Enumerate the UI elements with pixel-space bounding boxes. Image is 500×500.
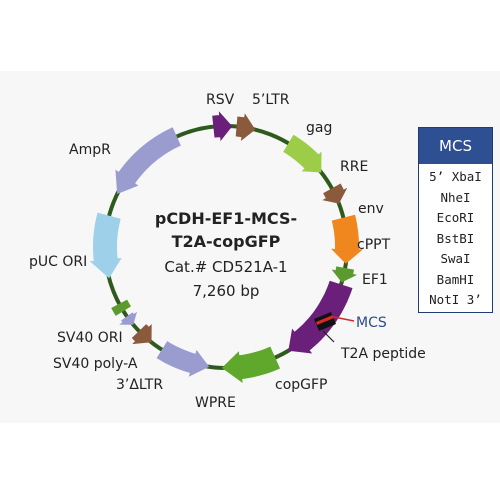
label-gag: gag — [306, 120, 332, 136]
feature-rsv — [212, 111, 233, 142]
catalog-number: Cat.# CD521A-1 — [164, 258, 287, 276]
label-ef1: EF1 — [362, 272, 388, 288]
label-puc-ori: pUC ORI — [29, 254, 87, 270]
feature-sv40-polya — [119, 311, 137, 325]
feature-rre — [322, 183, 348, 204]
mcs-site: BstBI — [436, 230, 475, 246]
label-wpre: WPRE — [195, 395, 236, 411]
label-rre: RRE — [340, 159, 368, 175]
plasmid-size: 7,260 bp — [193, 282, 260, 300]
mcs-band — [316, 315, 334, 325]
label-t2a: T2A peptide — [340, 346, 426, 362]
feature-copgfp — [221, 346, 281, 383]
mcs-site: 5’ XbaI — [429, 169, 482, 184]
mcs-t2a-junction — [314, 312, 355, 343]
label-ampr: AmpR — [69, 142, 111, 158]
label-sv40-polya: SV40 poly-A — [53, 356, 138, 372]
label-5ltr: 5’LTR — [252, 92, 290, 108]
mcs-site: SwaI — [440, 251, 471, 266]
feature-arcs — [89, 111, 363, 383]
feature-env — [331, 214, 363, 264]
mcs-site: BamHI — [436, 271, 475, 287]
feature-wpre — [156, 341, 210, 377]
mcs-box-title: MCS — [419, 128, 492, 164]
label-copgfp: copGFP — [275, 377, 328, 393]
mcs-site: EcoRI — [436, 210, 475, 225]
feature-cppt — [331, 266, 358, 283]
feature-5ltr — [235, 113, 256, 141]
label-mcs: MCS — [356, 315, 387, 331]
label-3ltr: 3’ΔLTR — [116, 377, 163, 393]
label-rsv: RSV — [206, 92, 235, 108]
label-env: env — [358, 201, 384, 217]
mcs-site: NheI — [440, 189, 471, 205]
mcs-site-box: MCS 5’ XbaI NheI EcoRI BstBI SwaI BamHI … — [418, 127, 493, 313]
mcs-leader-line — [333, 316, 355, 322]
plasmid-name-line1: pCDH-EF1-MCS- — [155, 209, 297, 228]
feature-3ltr — [131, 324, 152, 345]
feature-puc-ori — [89, 212, 122, 279]
feature-ampr — [115, 127, 181, 194]
mcs-site: NotI 3’ — [429, 292, 482, 307]
mcs-site-list: 5’ XbaI NheI EcoRI BstBI SwaI BamHI NotI… — [419, 164, 492, 311]
label-cppt: cPPT — [357, 237, 391, 253]
feature-sv40-ori — [111, 299, 131, 316]
plasmid-name-line2: T2A-copGFP — [172, 232, 281, 251]
feature-gag — [283, 134, 322, 173]
t2a-leader-line — [322, 330, 335, 343]
label-sv40-ori: SV40 ORI — [57, 330, 123, 346]
